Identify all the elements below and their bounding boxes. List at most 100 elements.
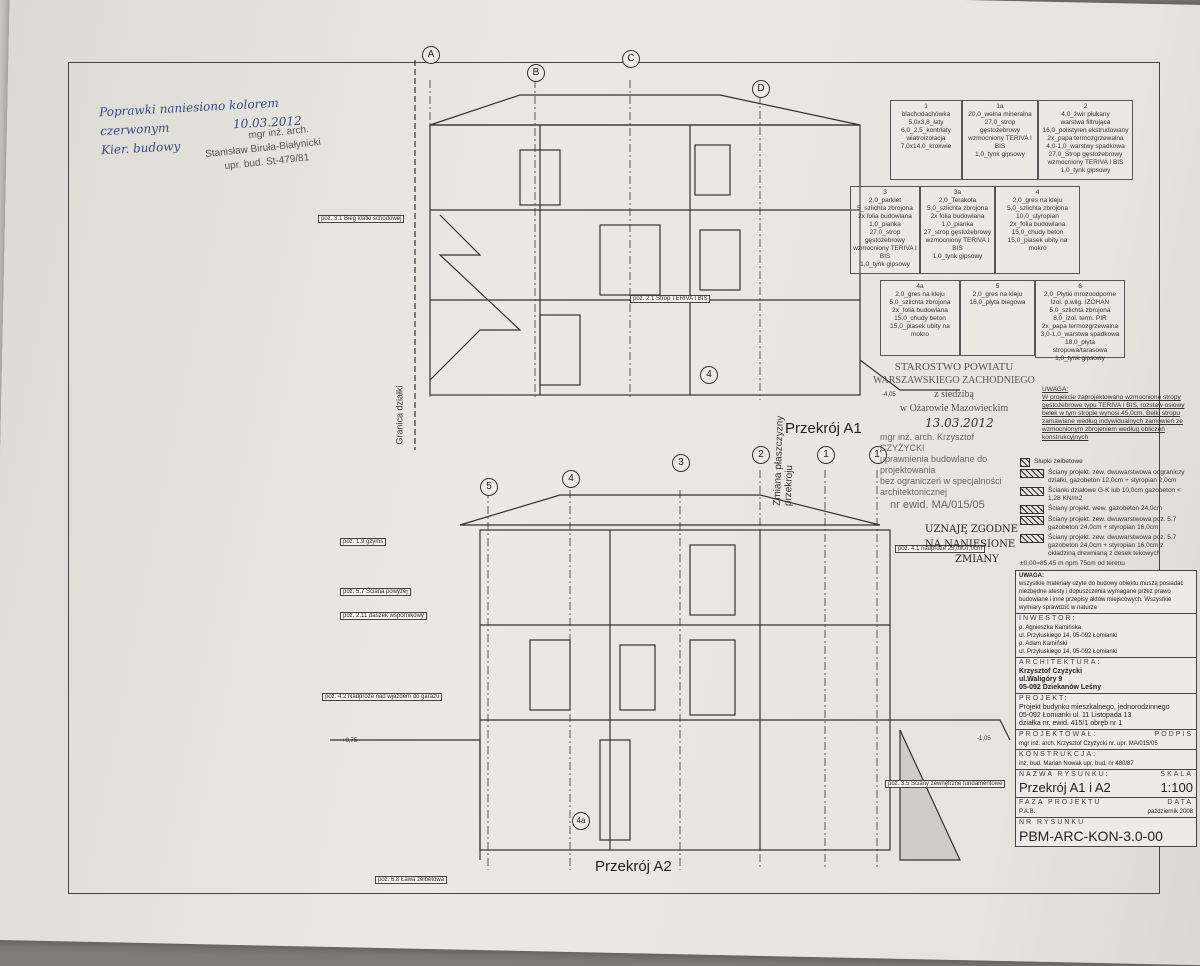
- callout: poz. 4.1 nadproże 25,0x07,0cm: [895, 545, 986, 553]
- layer-line: 15,0_chudy beton: [894, 315, 946, 322]
- layer-line: 27,0_strop gęstożebrowy: [864, 229, 906, 244]
- legend-item: Ścianki działowe G-K lub 10,0cm gazobeto…: [1020, 487, 1192, 503]
- section-a1-title: Przekrój A1: [785, 420, 862, 437]
- layer-line: 7,0x14,0_krokwie: [900, 143, 952, 150]
- layer-line: 2,0_Terakota: [938, 197, 977, 204]
- legend-label: Ściany projekt. zew. dwuwarstwowa odgran…: [1048, 469, 1185, 484]
- stamp-line: z siedzibą: [934, 389, 974, 400]
- axis-marker-d: D: [752, 80, 770, 98]
- axis-marker-2: 2: [752, 446, 770, 464]
- label: DATA: [1167, 799, 1193, 806]
- axis-marker-1: 1: [817, 446, 835, 464]
- stamp-line: nr ewid. MA/015/05: [890, 499, 985, 511]
- layer-id: 1: [924, 103, 928, 110]
- note-text: W projekcie zaprojektowano wzmocnione st…: [1042, 394, 1185, 441]
- stamp-line: w Ożarowie Mazowieckim: [899, 403, 1009, 414]
- label: FAZA PROJEKTU: [1019, 799, 1102, 806]
- layer-line: 5,0_szlichta zbrojona: [889, 299, 951, 306]
- approval-date: 13.03.2012: [925, 416, 994, 430]
- phase-values: P.A.B.październik 2008: [1016, 807, 1196, 817]
- boundary-label: Granica działki: [394, 385, 405, 445]
- line: p. Adam Kamiński: [1019, 641, 1068, 647]
- layer-line: 1,0_pianka: [941, 221, 974, 228]
- title-block: UWAGA:wszystkie materiały użyte do budow…: [1015, 570, 1197, 847]
- callout: poz. 3.5 Ściany zewnętrzne fundamentowe: [885, 780, 1006, 788]
- axis-marker-4: 4: [562, 470, 580, 488]
- designer: mgr inż. arch. Krzysztof Czyżycki nr. up…: [1019, 741, 1158, 747]
- note-line: UZNAJĘ ZGODNE: [925, 524, 1019, 535]
- layer-line: 5,0_szlichta zbrojona: [1049, 307, 1111, 314]
- layer-line: wzmocniony TERIVA I BIS: [925, 237, 990, 252]
- approval-note: UZNAJĘ ZGODNE NA NANIESIONE ZMIANY: [925, 522, 1018, 567]
- layer-line: 6,0_2,5_kontrłaty: [901, 127, 951, 134]
- callout: poz. 4.2 Nadproże nad wjazdem do garażu: [322, 693, 443, 701]
- legend-label: Ściany projekt. wew. gazobeton 24,0cm: [1048, 505, 1163, 512]
- layer-line: 10,0_styropian: [1016, 213, 1059, 220]
- layer-line: 2,0_gres na kleju: [895, 291, 945, 298]
- layer-line: 20,0_wełna mineralna: [968, 111, 1032, 118]
- marker-4: 4: [700, 366, 718, 384]
- a1-stairs: [429, 214, 522, 381]
- stamp-line: mgr inż. arch. Krzysztof CZYŻYCKI: [880, 432, 975, 453]
- date: październik 2008: [1147, 809, 1193, 815]
- architecture-label: ARCHITEKTURA:: [1016, 657, 1196, 667]
- layer-line: 27_strop gęstożebrowy: [923, 229, 992, 236]
- line: działka nr. ewid. 415/1 obręb nr 1: [1019, 720, 1123, 727]
- elevation-note: ±0,00=85,45 m npm 75cm od terenu: [1020, 560, 1125, 567]
- layer-line: 27,0_Strop gęstożebrowy: [1048, 151, 1123, 158]
- layer-line: 2,0_gres na kleju: [972, 291, 1023, 298]
- stamp-line: WARSZAWSKIEGO ZACHODNIEGO: [873, 375, 1035, 386]
- section-a2-title: Przekrój A2: [595, 858, 672, 875]
- note-text: wszystkie materiały użyte do budowy obie…: [1019, 581, 1184, 611]
- layer-line: 2,0_gres na kleju: [1012, 197, 1063, 204]
- a1-walls: [429, 124, 861, 396]
- marker-4a: 4a: [572, 812, 590, 830]
- designed-label: PROJEKTOWAŁ:: [1019, 731, 1098, 738]
- authority-stamp: STAROSTWO POWIATU WARSZAWSKIEGO ZACHODNI…: [868, 360, 1040, 416]
- layer-line: 2x_papa termozgrzewalna: [1047, 135, 1124, 142]
- callout: poz. 3.1 Bieg klatki schodowej: [318, 215, 405, 223]
- legend-label: Słupki żelbetowe: [1034, 458, 1083, 465]
- layer-line: 15,0_piasek ubity na mokro: [890, 323, 950, 338]
- layer-line: Izol. p.wilg. IZOHAN: [1050, 299, 1110, 306]
- layer-line: 1,0_tynk gipsowy: [860, 261, 910, 268]
- construction-label: KONSTRUKCJA:: [1016, 749, 1196, 759]
- line: ul. Przyłuskiego 14, 05-092 Łomianki: [1019, 633, 1118, 639]
- a2-walls: [479, 529, 891, 851]
- label: SKALA: [1160, 771, 1193, 778]
- level-mark: -4,05: [882, 392, 896, 398]
- layer-line: 5,0x3,8_łaty: [908, 119, 944, 126]
- layer-line: 5,0_szlichta zbrojona: [1006, 205, 1069, 212]
- layer-id: 1a: [996, 103, 1004, 110]
- line: p. Agnieszka Kamińska: [1019, 625, 1082, 631]
- layer-line: 1,0_tynk gipsowy: [932, 253, 983, 260]
- layer-id: 2: [1083, 103, 1088, 110]
- layer-line: 5,0_szlichta zbrojona: [926, 205, 989, 212]
- layer-line: 3,0-1,0_warstwa spadkowa: [1040, 331, 1120, 338]
- level-mark: +0,75: [342, 738, 358, 744]
- layer-line: 5_szlichta zbrojona: [857, 205, 913, 212]
- note-title: UWAGA:: [1042, 386, 1069, 393]
- stamp-line: bez ograniczeń w specjalności architekto…: [880, 476, 1002, 497]
- layer-line: warstwa filtrująca: [1060, 119, 1111, 126]
- scale: 1:100: [1160, 780, 1193, 795]
- investor-label: INWESTOR:: [1016, 613, 1196, 623]
- line: 05-092 Dziekanów Leśny: [1019, 684, 1102, 691]
- layer-id: 4: [1035, 189, 1040, 196]
- investor: p. Agnieszka Kamińska ul. Przyłuskiego 14…: [1016, 623, 1196, 657]
- axis-marker-a: A: [422, 46, 440, 64]
- axis-marker-1-prime: 1': [869, 446, 887, 464]
- axis-marker-3: 3: [672, 454, 690, 472]
- line: Projekt budynku mieszkalnego, jednorodzi…: [1019, 704, 1170, 711]
- callout: poz. 5.7 Ściana powyżej: [340, 588, 411, 596]
- stamp-line: uprawnienia budowlane do projektowania: [880, 454, 988, 475]
- callout: poz. 1.9 gzyms: [340, 538, 387, 546]
- axis-marker-5: 5: [480, 478, 498, 496]
